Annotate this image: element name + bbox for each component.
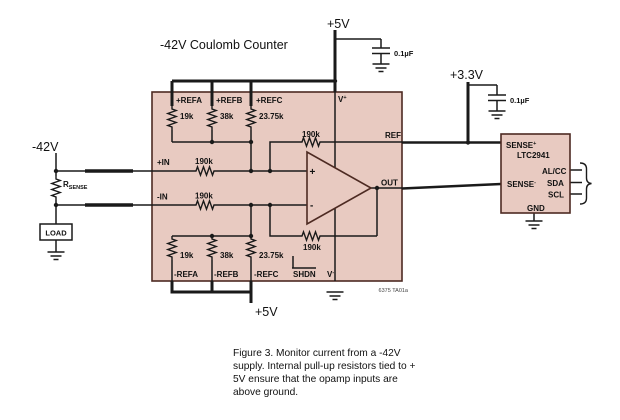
rsense-label: RSENSE (63, 180, 88, 191)
value-in-pos: 190k (195, 157, 213, 166)
opamp: + - (306, 150, 373, 226)
label-neg-refc: -REFC (254, 270, 279, 279)
opamp-minus-input: - (310, 201, 313, 212)
rail-5v-top: +5V (327, 17, 350, 31)
ltc2941-block: SENSE+ LTC2941 SENSE- AL/CC SDA SCL GND (500, 133, 592, 214)
rail-3v3: +3.3V (450, 68, 484, 82)
caption-line-3: 5V ensure that the opamp inputs are (233, 374, 398, 385)
value-neg-refb: 38k (220, 251, 234, 260)
value-pos-refc: 23.75k (259, 112, 284, 121)
pin-shdn: SHDN (293, 270, 316, 279)
figure-title: -42V Coulomb Counter (160, 38, 288, 52)
pin-sda: SDA (547, 179, 564, 188)
load-box: LOAD (39, 223, 73, 241)
resistor-rsense (51, 175, 61, 201)
supply-wires (85, 30, 502, 303)
value-pos-refa: 19k (180, 112, 194, 121)
figure-caption: Figure 3. Monitor current from a -42V su… (233, 348, 415, 398)
ground-cap2 (487, 110, 507, 120)
cap2-value: 0.1µF (510, 96, 530, 105)
ground-load (46, 251, 66, 261)
ground-cap1 (371, 63, 391, 73)
rail-neg42v: -42V (32, 140, 59, 154)
pin-scl: SCL (548, 191, 564, 200)
pin-alcc: AL/CC (542, 167, 567, 176)
pin-ref: REF (385, 131, 401, 140)
rail-5v-bottom: +5V (255, 305, 278, 319)
value-neg-refc: 23.75k (259, 251, 284, 260)
junction-dots (53, 78, 471, 239)
ground-vminus (325, 291, 345, 301)
ltc2941-body (500, 133, 571, 214)
pin-in-pos: +IN (157, 158, 170, 167)
value-in-neg: 190k (195, 192, 213, 201)
pin-in-neg: -IN (157, 193, 168, 202)
value-fb-top: 190k (302, 130, 320, 139)
pin-vplus: V+ (338, 95, 347, 104)
label-pos-refb: +REFB (216, 96, 243, 105)
value-neg-refa: 19k (180, 251, 194, 260)
caption-line-2: supply. Internal pull-up resistors tied … (233, 361, 415, 372)
i2c-brace (579, 162, 592, 205)
caption-line-4: above ground. (233, 387, 298, 398)
pin-sense-plus: SENSE+ (506, 141, 536, 150)
cap1-value: 0.1µF (394, 49, 414, 58)
pin-sense-minus: SENSE- (507, 180, 536, 189)
pin-vminus: V- (327, 270, 334, 279)
pin-gnd: GND (527, 204, 545, 213)
pin-out: OUT (381, 179, 398, 188)
opamp-plus-input: + (310, 167, 316, 178)
value-fb-bottom: 190k (303, 243, 321, 252)
label-pos-refa: +REFA (176, 96, 202, 105)
value-pos-refb: 38k (220, 112, 234, 121)
ltc2941-part-label: LTC2941 (517, 151, 550, 160)
caption-line-1: Figure 3. Monitor current from a -42V (233, 348, 401, 359)
label-neg-refb: -REFB (214, 270, 239, 279)
schematic-note: 6375 TA01a (379, 288, 409, 294)
load-label: LOAD (45, 229, 67, 238)
label-neg-refa: -REFA (174, 270, 198, 279)
ground-ltc (524, 220, 544, 230)
label-pos-refc: +REFC (256, 96, 283, 105)
